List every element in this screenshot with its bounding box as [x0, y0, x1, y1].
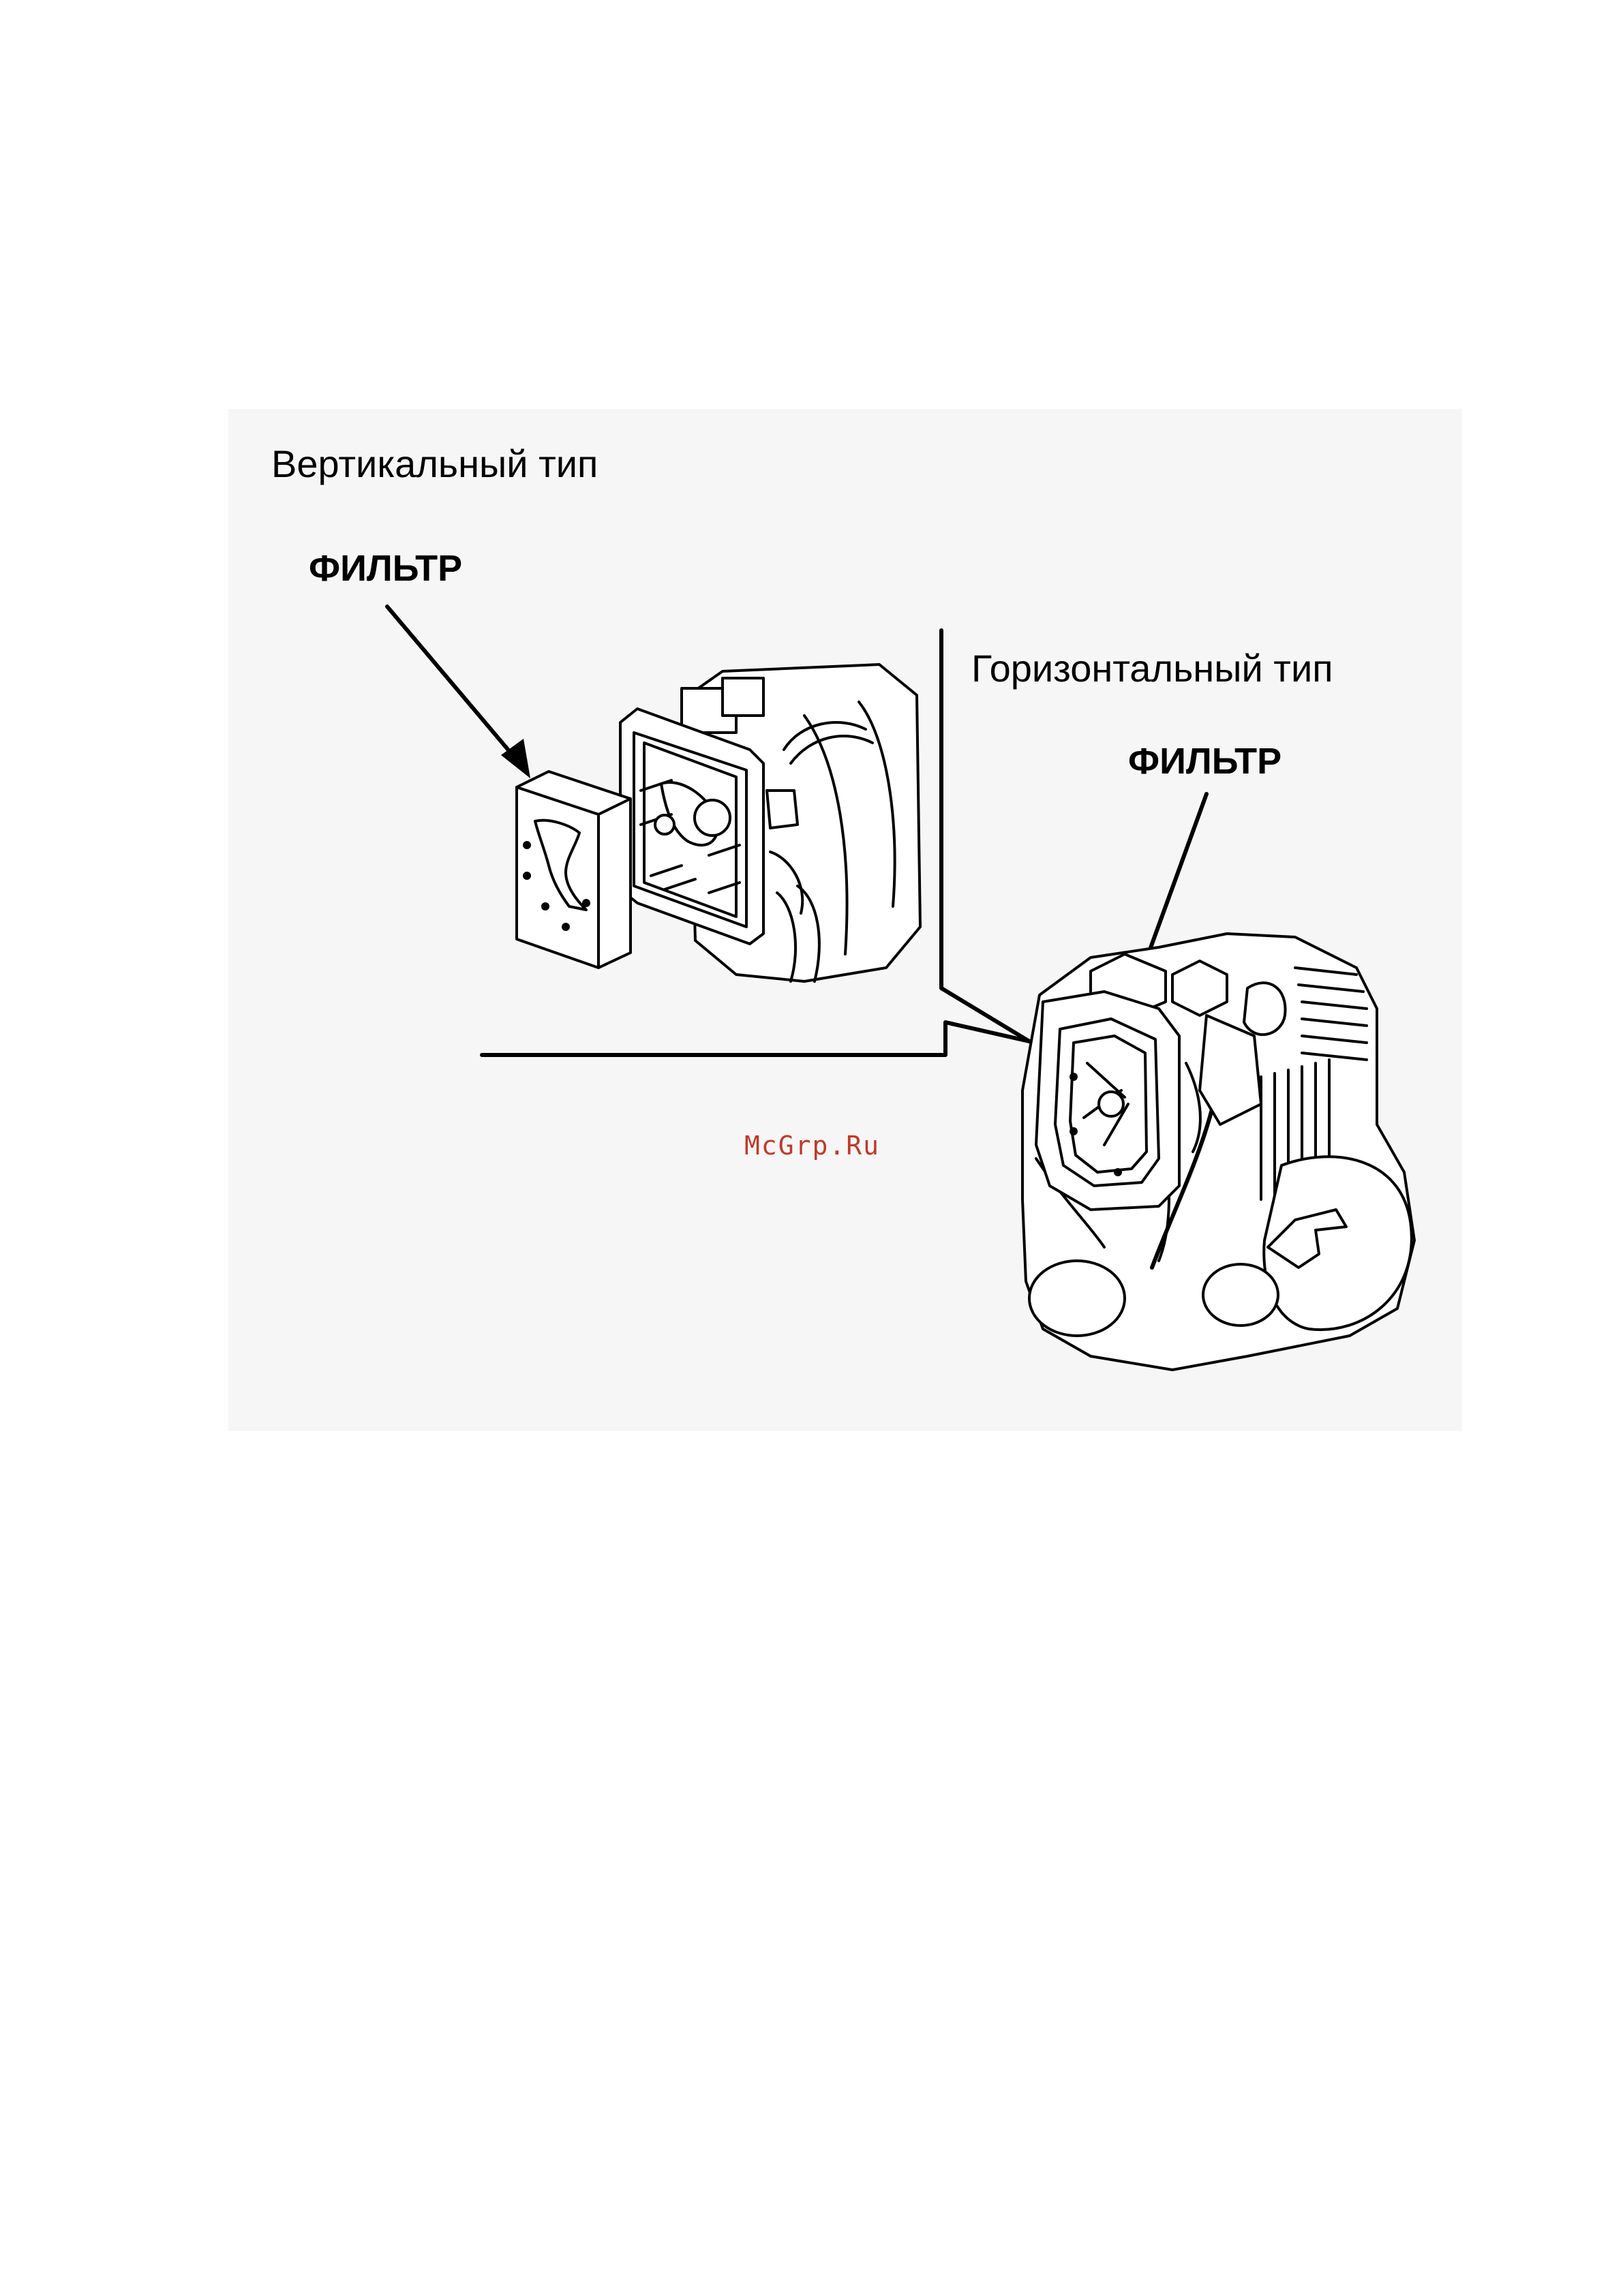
horizontal-type-label: Горизонтальный тип	[971, 647, 1333, 690]
watermark: McGrp.Ru	[744, 1131, 880, 1161]
filter-label-vertical: ФИЛЬТР	[309, 548, 462, 589]
filter-label-horizontal: ФИЛЬТР	[1128, 741, 1281, 782]
vertical-type-label: Вертикальный тип	[271, 442, 598, 485]
horizontal-engine-illustration	[1022, 934, 1414, 1370]
